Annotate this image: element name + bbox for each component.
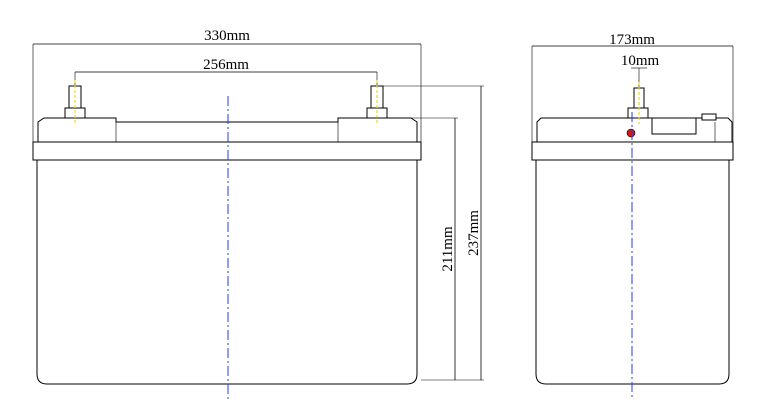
terminal-offset-dimension: 10mm [621,53,660,90]
total-height-dimension: 237mm [383,85,484,380]
battery-container [36,159,418,385]
side-terminal [627,82,649,124]
side-vent-cap [701,113,717,121]
terminal-spacing-dimension: 256mm [74,57,378,86]
terminal-offset-label: 10mm [621,53,660,69]
battery-rim [32,141,422,161]
positive-terminal [366,80,388,124]
side-container [535,159,730,385]
width-label: 173mm [609,32,655,48]
front-view: 330mm 256mm [32,28,484,400]
total-height-label: 237mm [466,210,482,256]
side-lid [536,117,733,143]
side-handle [651,117,697,135]
side-view: 173mm 10mm [531,32,734,400]
container-height-label: 211mm [440,226,456,272]
vent-marker [626,128,636,138]
negative-terminal [64,80,86,124]
terminal-spacing-label: 256mm [203,57,249,73]
length-label: 330mm [204,28,250,44]
length-dimension: 330mm [32,28,422,142]
container-height-dimension: 211mm [338,117,484,381]
width-dimension: 173mm [531,32,734,142]
